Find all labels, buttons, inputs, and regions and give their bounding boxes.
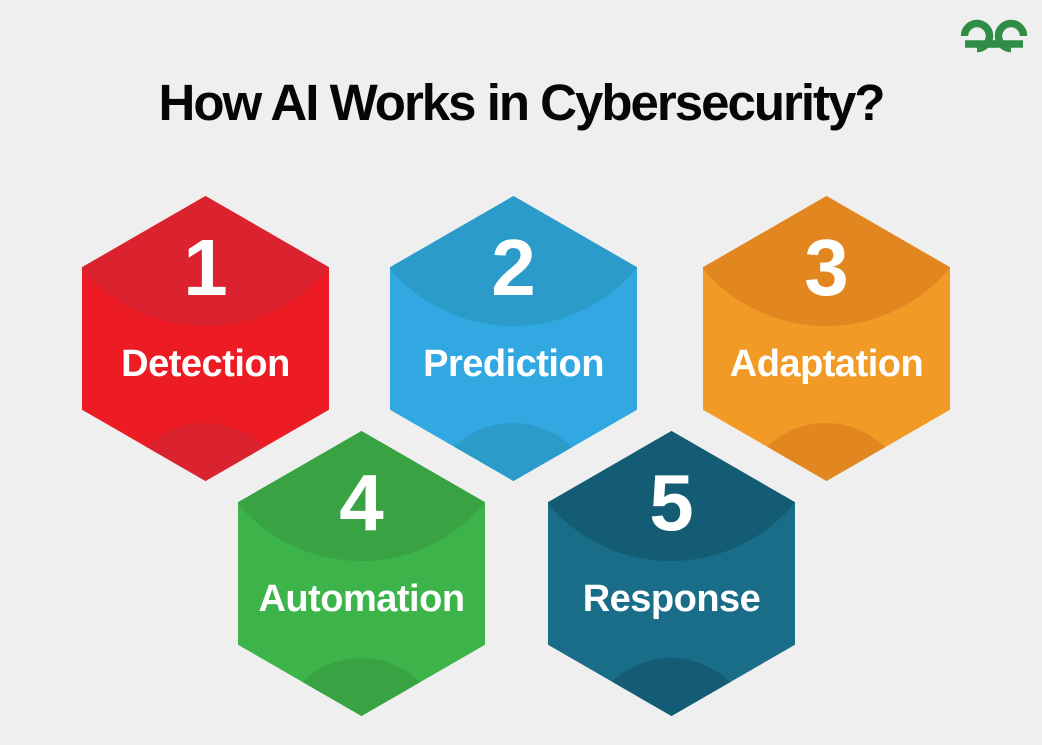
step-number: 5 — [649, 458, 694, 547]
step-hexagon-detection: 1 Detection — [82, 196, 329, 481]
step-hexagon-response: 5 Response — [548, 431, 795, 716]
step-number: 3 — [804, 223, 849, 312]
page-title: How AI Works in Cybersecurity? — [158, 74, 885, 131]
hexagon-shape: 4 Automation — [238, 431, 485, 716]
step-label: Prediction — [423, 343, 604, 385]
step-label: Adaptation — [729, 343, 924, 385]
step-number: 2 — [491, 223, 536, 312]
step-number: 4 — [339, 458, 384, 547]
step-hexagon-adaptation: 3 Adaptation — [703, 196, 950, 481]
hexagon-bottom-shade — [276, 658, 446, 716]
hexagon-shape: 5 Response — [548, 431, 795, 716]
hexagon-bottom-shade — [586, 658, 756, 716]
step-label: Response — [582, 578, 761, 620]
step-label: Detection — [121, 343, 290, 385]
step-label: Automation — [258, 578, 465, 620]
step-number: 1 — [183, 223, 228, 312]
geeksforgeeks-logo-icon — [960, 19, 1028, 53]
step-hexagon-automation: 4 Automation — [238, 431, 485, 716]
step-hexagon-prediction: 2 Prediction — [390, 196, 637, 481]
